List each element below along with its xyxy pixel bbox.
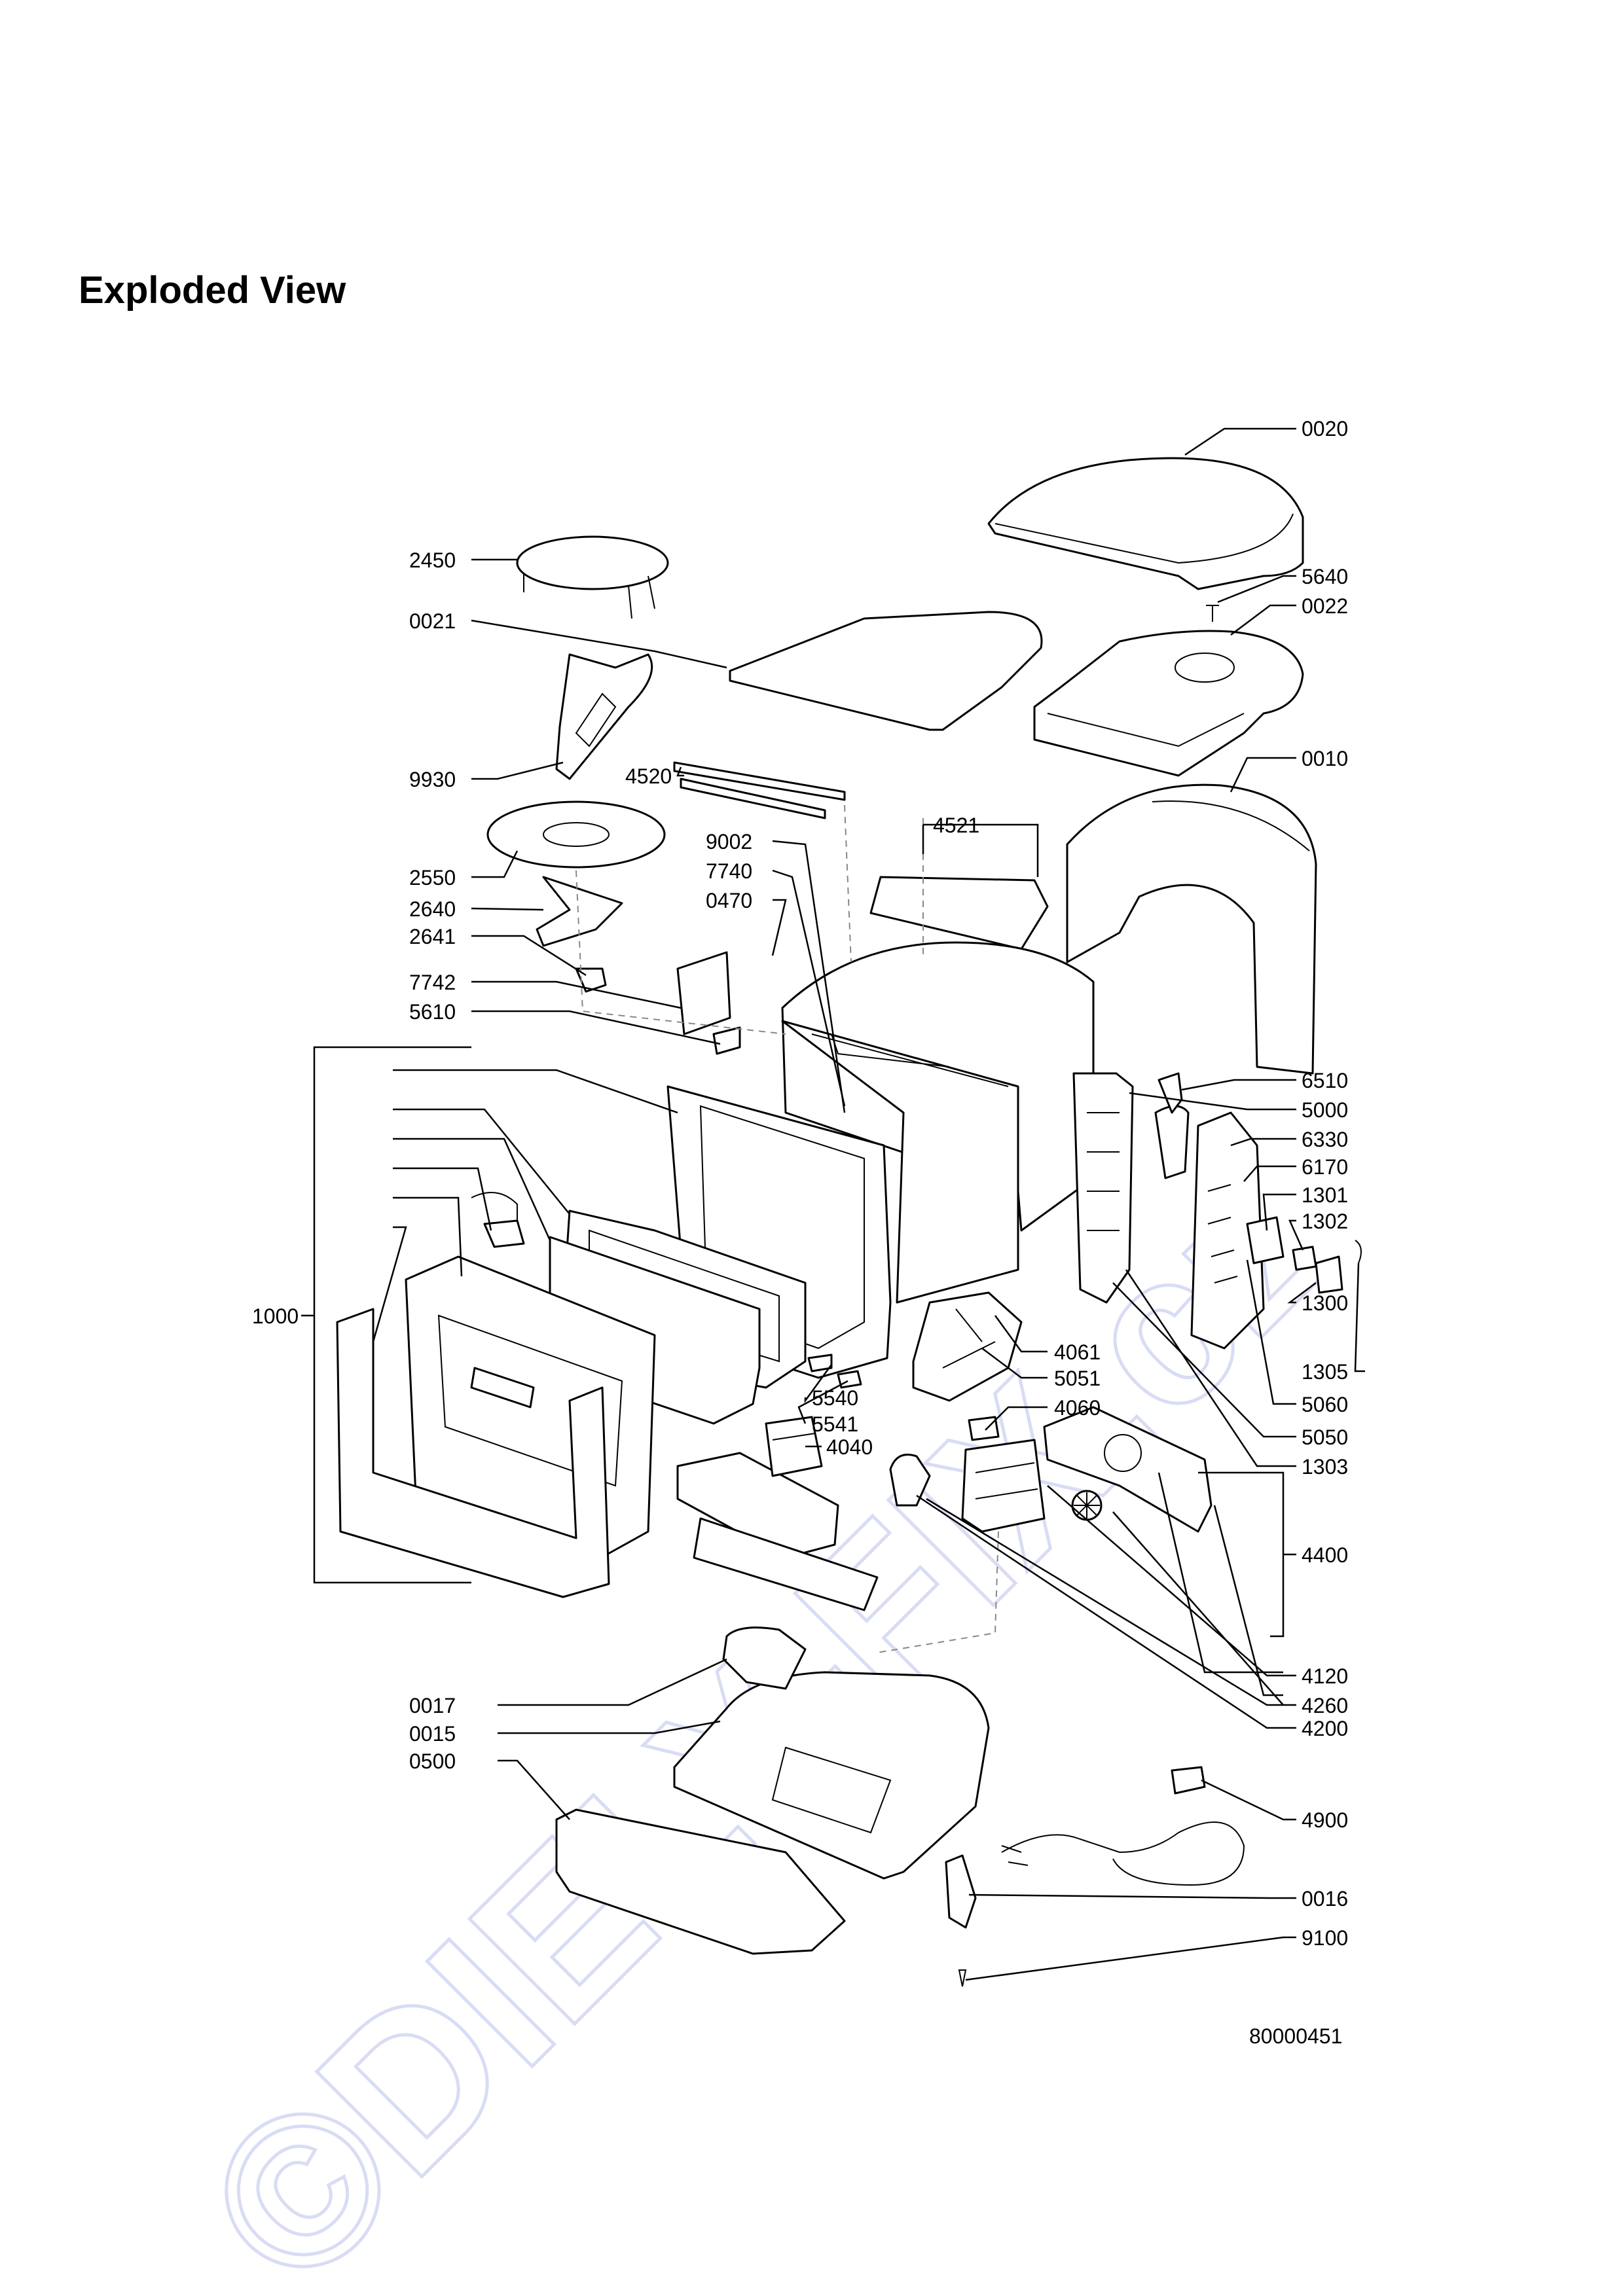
part-door-handle-frame bbox=[336, 1308, 610, 1598]
callout-5050: 5050 bbox=[1302, 1426, 1348, 1449]
callout-9930: 9930 bbox=[409, 768, 456, 791]
callout-4260: 4260 bbox=[1302, 1694, 1348, 1717]
callout-0020: 0020 bbox=[1302, 417, 1348, 440]
callout-4200: 4200 bbox=[1302, 1717, 1348, 1740]
callout-2641: 2641 bbox=[409, 925, 456, 948]
callout-2550: 2550 bbox=[409, 866, 456, 889]
callout-0016: 0016 bbox=[1302, 1887, 1348, 1910]
callout-2450: 2450 bbox=[409, 548, 456, 572]
callout-0500: 0500 bbox=[409, 1749, 456, 1773]
callout-6510: 6510 bbox=[1302, 1069, 1348, 1092]
callout-4061: 4061 bbox=[1054, 1340, 1101, 1364]
callout-5640: 5640 bbox=[1302, 565, 1348, 588]
page-title: Exploded View bbox=[79, 269, 346, 312]
callout-5610: 5610 bbox=[409, 1000, 456, 1024]
part-6330-control-pcb bbox=[1190, 1111, 1265, 1350]
callout-0470: 0470 bbox=[706, 889, 752, 912]
callout-6330: 6330 bbox=[1302, 1128, 1348, 1151]
callout-5051: 5051 bbox=[1054, 1367, 1101, 1390]
callout-4040: 4040 bbox=[826, 1435, 873, 1459]
callout-0017: 0017 bbox=[409, 1694, 456, 1717]
callout-6170: 6170 bbox=[1302, 1155, 1348, 1179]
callout-4120: 4120 bbox=[1302, 1664, 1348, 1688]
part-4120-transformer bbox=[961, 1439, 1046, 1533]
callout-1301: 1301 bbox=[1302, 1183, 1348, 1207]
callout-1305: 1305 bbox=[1302, 1360, 1348, 1384]
part-0020-top-cover bbox=[987, 457, 1304, 590]
part-0010-outer-cabinet bbox=[1066, 783, 1317, 1075]
part-4521-cover bbox=[869, 876, 1049, 950]
assembly-guide-lines bbox=[575, 804, 999, 1653]
part-0017-support bbox=[722, 1626, 807, 1690]
part-2640-roller-ring bbox=[536, 876, 623, 947]
callout-2640: 2640 bbox=[409, 897, 456, 921]
callout-4900: 4900 bbox=[1302, 1808, 1348, 1832]
part-0015-base-plate bbox=[673, 1671, 990, 1880]
callout-labels: 0020 2450 5640 0022 0021 0010 9930 4520 … bbox=[252, 417, 1348, 2048]
part-0022-waveguide-housing bbox=[1033, 630, 1304, 777]
part-1300-lever bbox=[1315, 1255, 1343, 1294]
part-4061-switch-holder bbox=[912, 1291, 1023, 1402]
callout-5541: 5541 bbox=[812, 1412, 858, 1436]
callout-4400: 4400 bbox=[1302, 1543, 1348, 1567]
callout-4521: 4521 bbox=[933, 814, 979, 837]
callout-0021: 0021 bbox=[409, 609, 456, 633]
leader-lines bbox=[301, 427, 1365, 1981]
part-1302-spring bbox=[1292, 1246, 1317, 1271]
part-4040-filter bbox=[765, 1416, 823, 1477]
part-0021-top-plate bbox=[729, 611, 1043, 731]
callout-0015: 0015 bbox=[409, 1722, 456, 1746]
part-4060-thermal-fuse bbox=[968, 1416, 1000, 1441]
part-control-panel bbox=[676, 1452, 879, 1611]
part-4520-rods bbox=[673, 761, 846, 819]
part-5640-screw bbox=[1206, 605, 1219, 622]
part-2450-grill-rack bbox=[516, 535, 669, 619]
part-0500-front-trim bbox=[555, 1808, 846, 1955]
part-4400-fan-assembly bbox=[1043, 1406, 1213, 1533]
part-1305-wire bbox=[1355, 1240, 1362, 1264]
part-4260-capacitor bbox=[889, 1454, 931, 1507]
callout-9100: 9100 bbox=[1302, 1926, 1348, 1950]
callout-5000: 5000 bbox=[1302, 1098, 1348, 1122]
callout-7740: 7740 bbox=[706, 859, 752, 883]
callout-0022: 0022 bbox=[1302, 594, 1348, 618]
part-door-hook bbox=[483, 1219, 525, 1248]
callout-9002: 9002 bbox=[706, 830, 752, 853]
part-5000-side-bracket bbox=[1072, 1072, 1190, 1304]
part-5540-switch bbox=[807, 1354, 833, 1372]
part-cavity bbox=[781, 941, 1095, 1304]
part-door-seal-wire bbox=[471, 1192, 518, 1237]
callout-0010: 0010 bbox=[1302, 747, 1348, 770]
part-9100-screw bbox=[958, 1969, 967, 1987]
part-7742-bracket bbox=[676, 951, 731, 1035]
callout-1302: 1302 bbox=[1302, 1210, 1348, 1233]
part-2550-turntable-plate bbox=[486, 800, 666, 869]
callout-5540: 5540 bbox=[812, 1386, 858, 1410]
part-9930-handle bbox=[555, 653, 653, 780]
drawing-number: 80000451 bbox=[1249, 2024, 1342, 2048]
callout-4520: 4520 bbox=[625, 764, 672, 788]
callout-1000: 1000 bbox=[252, 1304, 299, 1328]
part-1301-latch bbox=[1246, 1216, 1285, 1265]
callout-1300: 1300 bbox=[1302, 1291, 1348, 1315]
part-0016-foot bbox=[945, 1854, 977, 1929]
callout-5060: 5060 bbox=[1302, 1393, 1348, 1416]
callout-1303: 1303 bbox=[1302, 1455, 1348, 1479]
part-5610-clip bbox=[712, 1026, 741, 1055]
part-4900-mains-cord bbox=[1001, 1766, 1245, 1886]
callout-4060: 4060 bbox=[1054, 1396, 1101, 1420]
callout-7742: 7742 bbox=[409, 971, 456, 994]
